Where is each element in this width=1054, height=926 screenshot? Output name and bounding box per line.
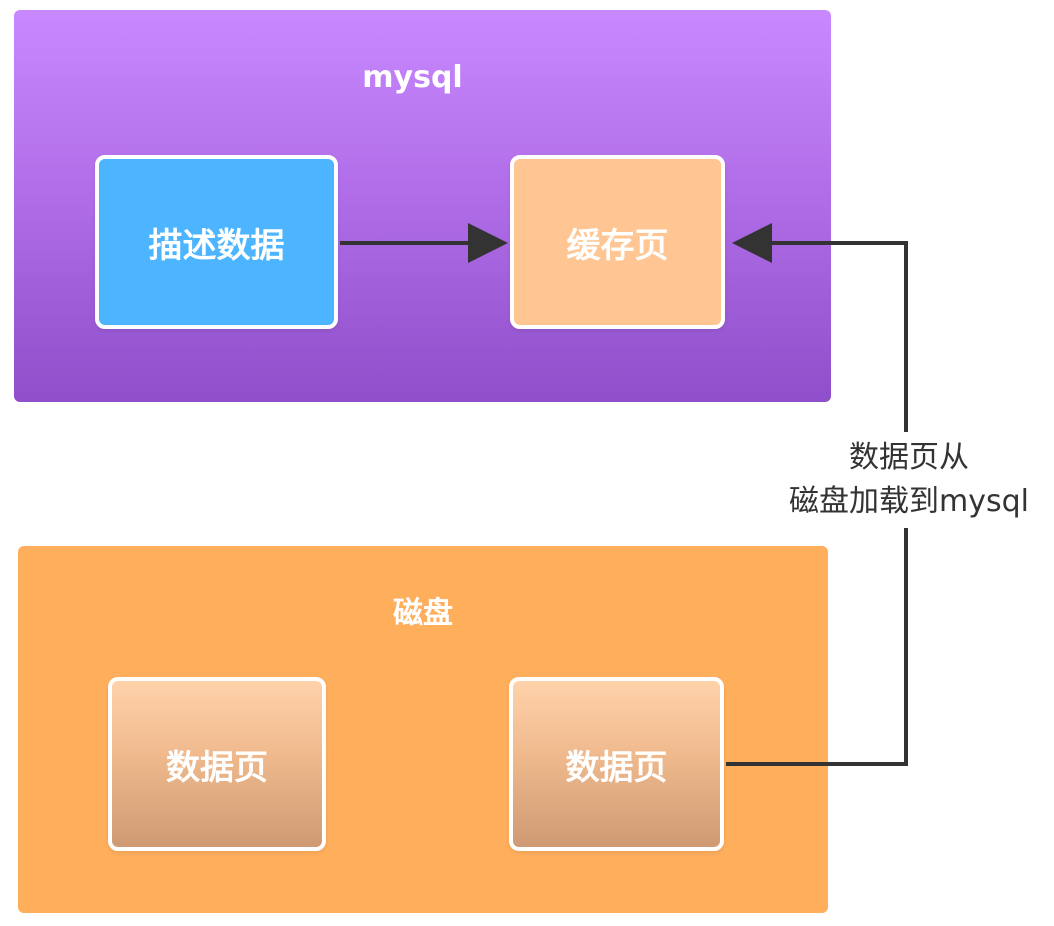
edge-label-disk-to-mysql: 数据页从 磁盘加载到mysql xyxy=(764,432,1054,528)
cache-page-label: 缓存页 xyxy=(566,225,669,266)
edge-label-line-1: 数据页从 xyxy=(849,440,969,475)
data-page-label-1: 数据页 xyxy=(166,747,268,788)
describe-data-node[interactable]: 描述数据 xyxy=(95,155,338,329)
mysql-container-title: mysql xyxy=(362,60,463,95)
cache-page-node[interactable]: 缓存页 xyxy=(510,155,725,329)
disk-container-title: 磁盘 xyxy=(393,596,453,631)
data-page-label-2: 数据页 xyxy=(565,747,668,788)
edge-label-line-2: 磁盘加载到mysql xyxy=(789,484,1029,519)
data-page-node-1[interactable]: 数据页 xyxy=(108,677,326,851)
data-page-node-2[interactable]: 数据页 xyxy=(509,677,724,851)
describe-data-label: 描述数据 xyxy=(148,225,285,266)
